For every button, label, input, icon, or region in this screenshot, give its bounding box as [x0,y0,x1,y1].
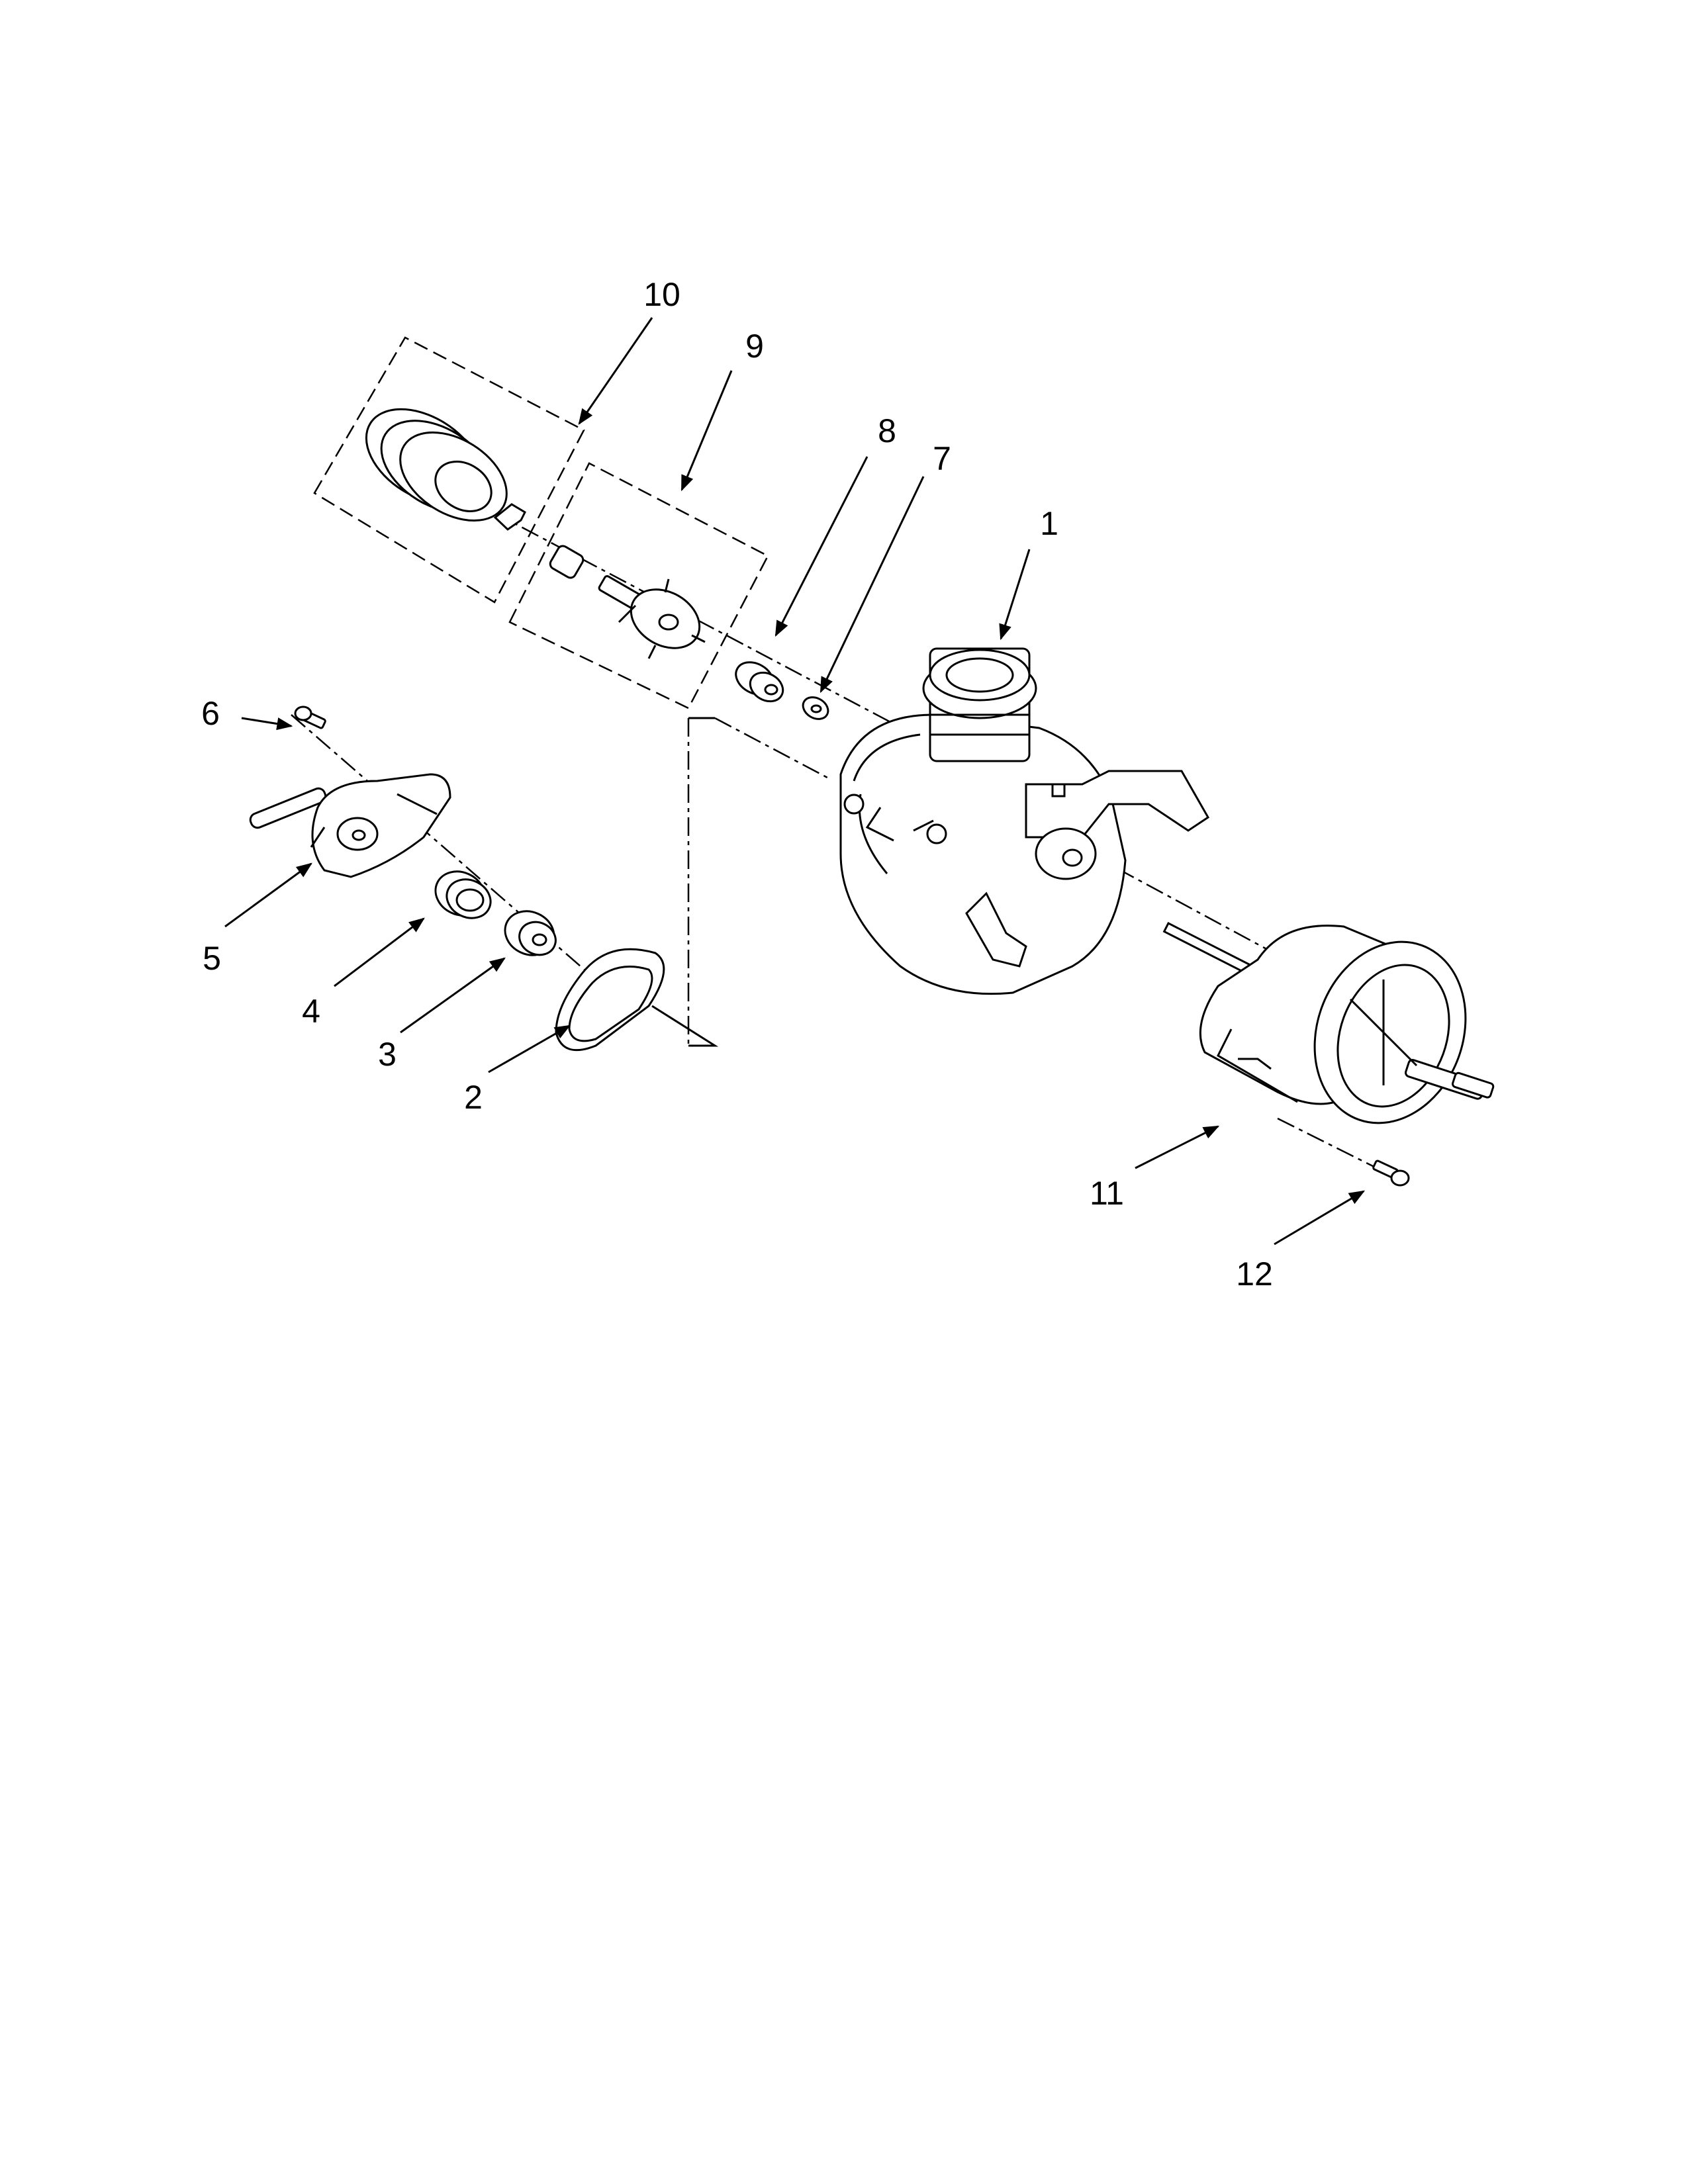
motor-part-11 [1162,921,1495,1124]
seal-ring-part-4 [434,870,492,919]
callout-3: 3 [378,1036,397,1073]
callout-9: 9 [745,328,764,365]
grommet-part-3 [504,910,557,956]
callout-5: 5 [203,940,221,977]
callout-labels: 10 9 8 7 1 6 5 4 3 2 11 12 [201,276,1273,1293]
leader-lines [224,317,1366,1246]
seal-part-10 [365,408,526,531]
kit-box-9 [508,462,769,709]
callout-7: 7 [933,440,951,477]
grommet-part-8 [735,661,784,703]
callout-2: 2 [464,1079,483,1116]
pump-housing-part-1 [839,647,1209,995]
cover-part-5 [249,773,451,878]
callout-6: 6 [201,695,220,732]
callout-11: 11 [1090,1175,1124,1212]
callout-4: 4 [302,993,320,1030]
kit-box-10 [313,336,585,604]
impeller-part-9 [549,545,706,659]
screw-part-6 [294,705,326,729]
callout-8: 8 [878,412,896,449]
gasket-part-2 [555,948,665,1052]
callout-1: 1 [1040,505,1058,542]
callout-10: 10 [643,276,680,313]
washer-part-7 [802,696,829,720]
callout-12: 12 [1236,1255,1273,1293]
screw-part-12 [1372,1160,1410,1187]
